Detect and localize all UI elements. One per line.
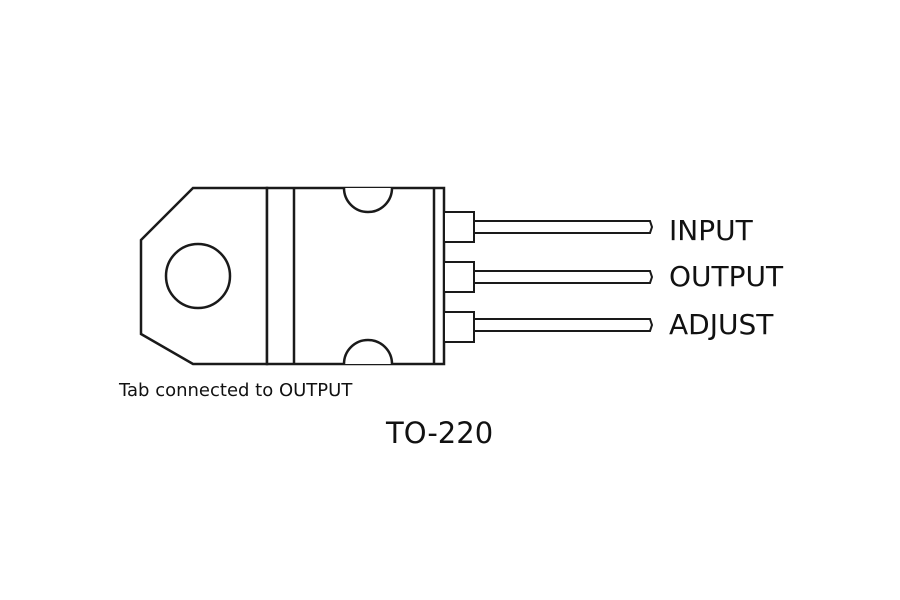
pin-1-lead <box>473 220 654 234</box>
tab-note: Tab connected to OUTPUT <box>118 380 353 401</box>
pin-3-lead <box>473 318 654 332</box>
package-name: TO-220 <box>385 416 493 450</box>
bottom-notch <box>342 338 394 365</box>
pin-2-lead <box>473 270 654 284</box>
pin-1 <box>443 211 654 243</box>
pin-3-shoulder <box>443 311 475 343</box>
pin-2 <box>443 261 654 293</box>
pin-2-label: OUTPUT <box>669 260 784 293</box>
pin-1-shoulder <box>443 211 475 243</box>
pin-3 <box>443 311 654 343</box>
package-body <box>265 186 446 366</box>
pin-3-label: ADJUST <box>669 308 774 341</box>
mounting-hole <box>164 242 232 310</box>
pin-2-shoulder <box>443 261 475 293</box>
top-notch <box>342 187 394 214</box>
pin-1-label: INPUT <box>669 214 754 247</box>
